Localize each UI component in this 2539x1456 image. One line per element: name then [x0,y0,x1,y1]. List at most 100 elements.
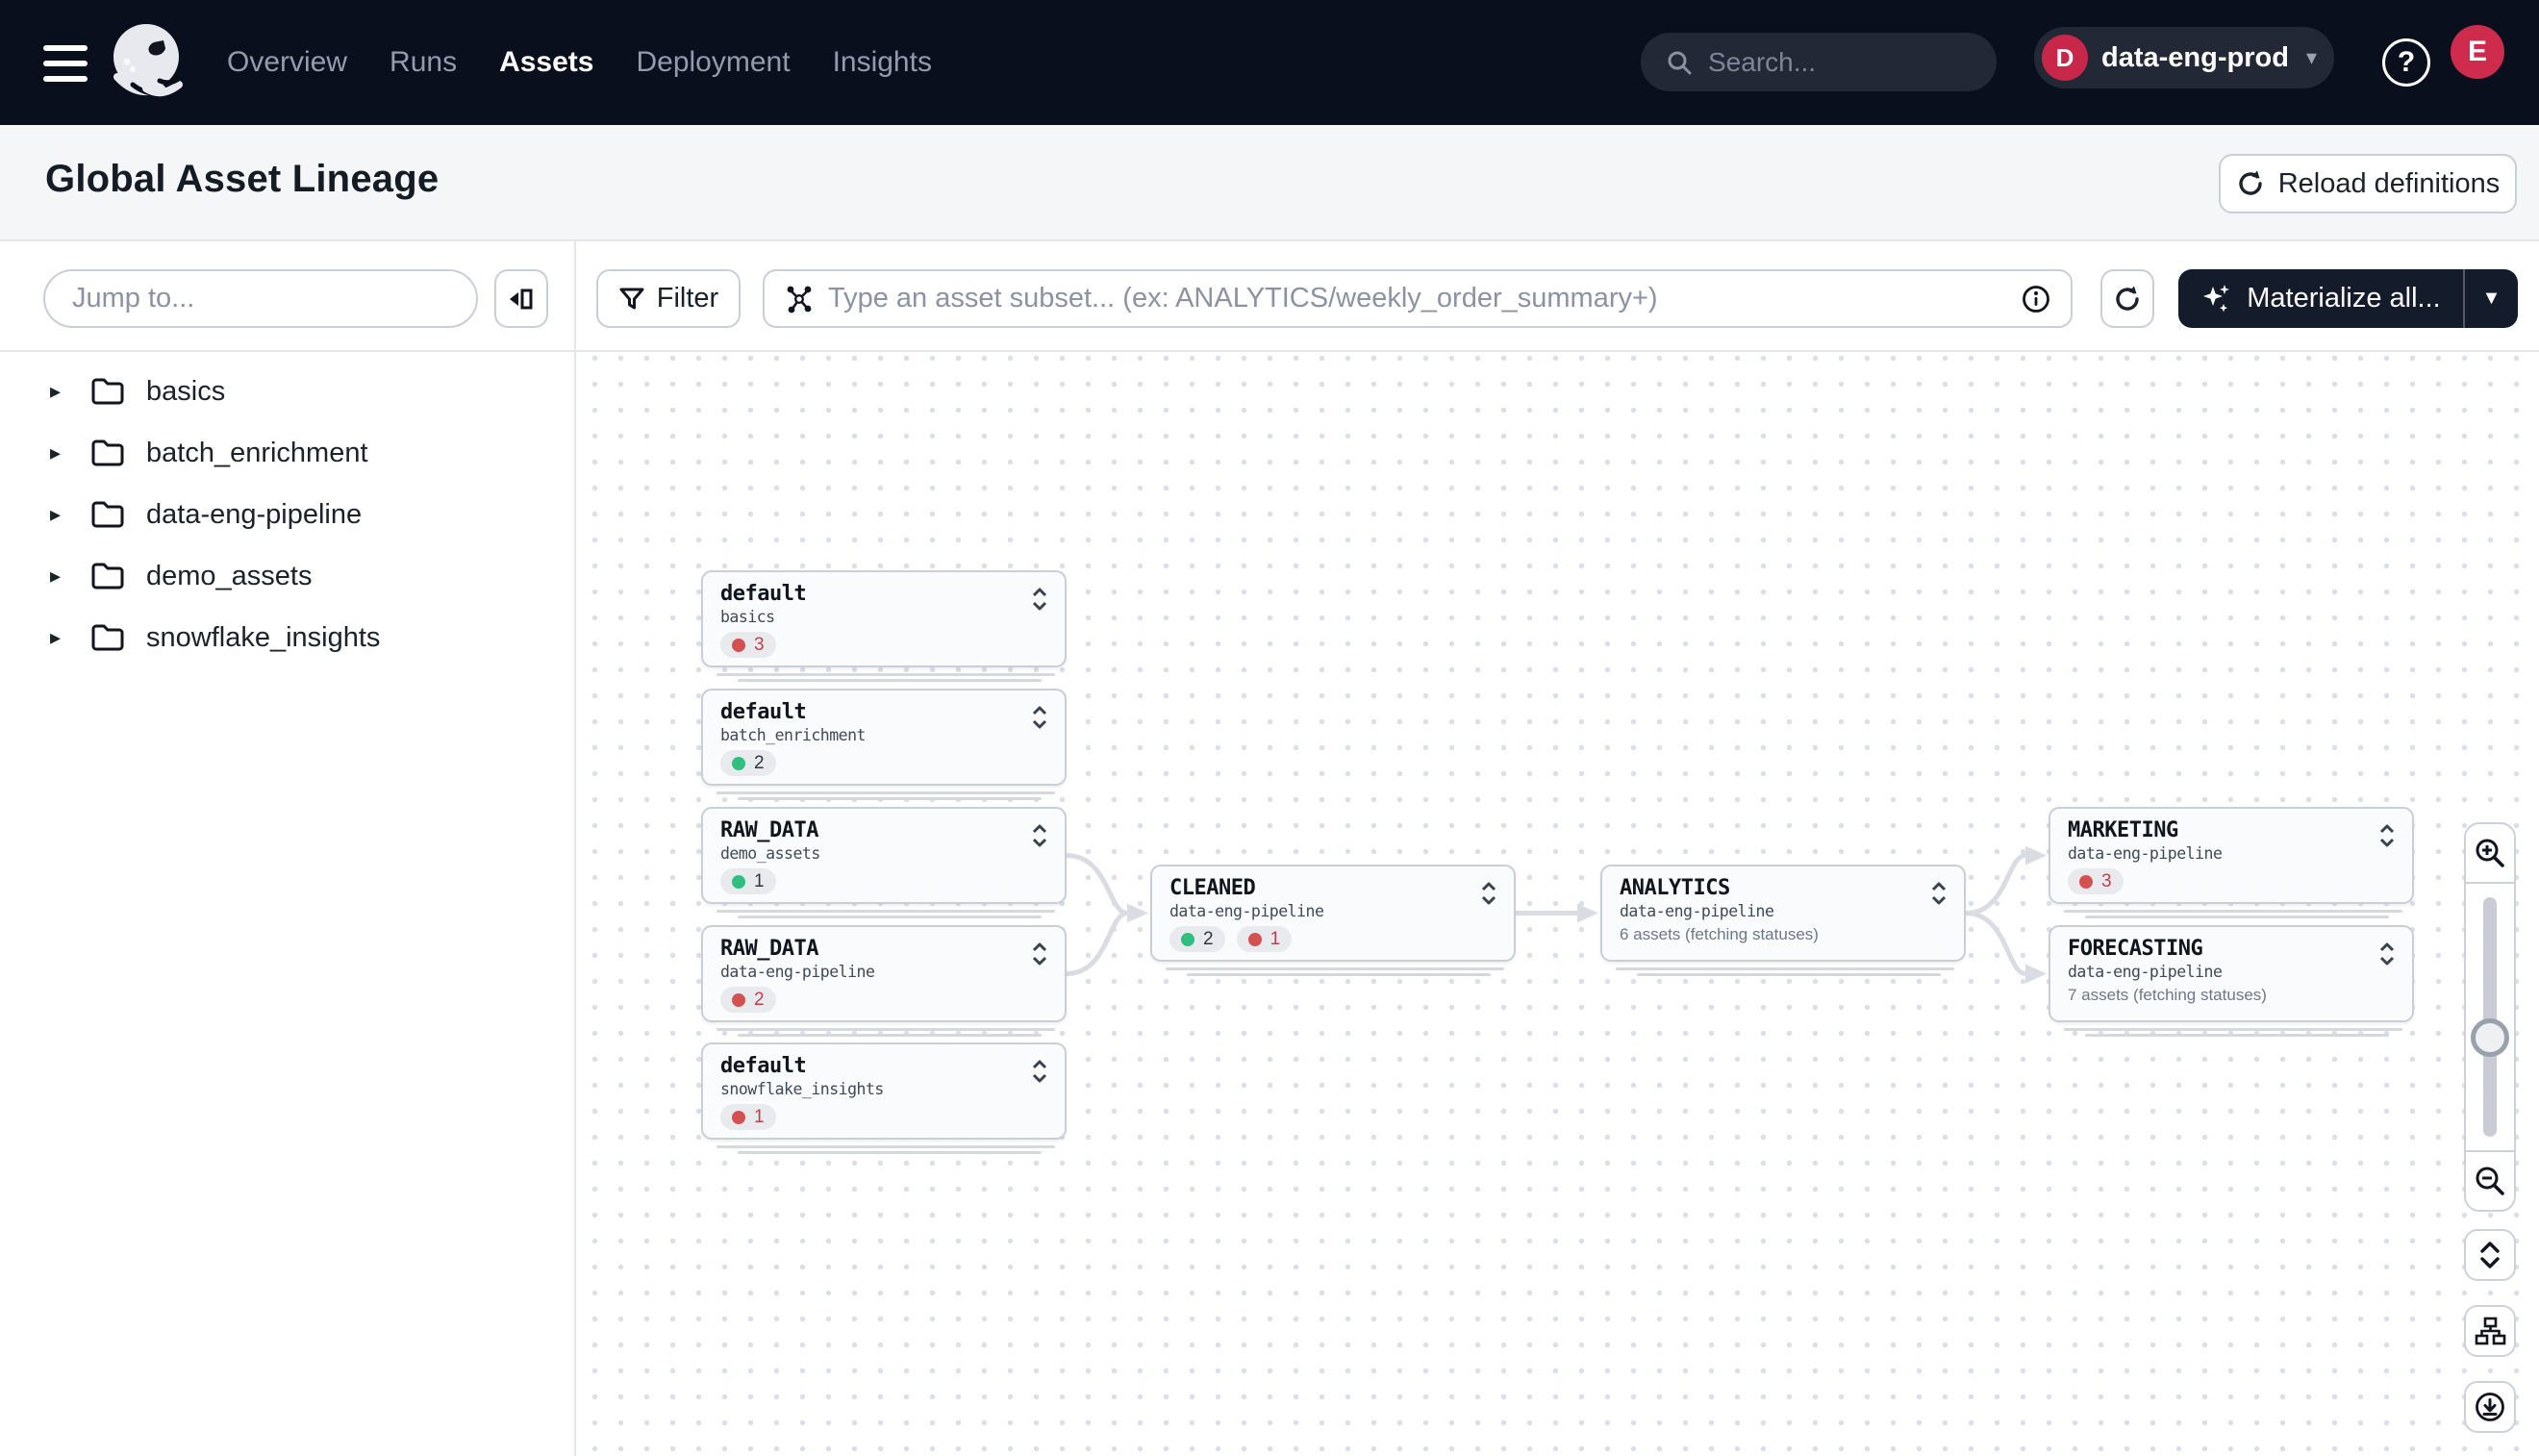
folder-icon [90,439,125,467]
expand-group-icon[interactable] [1030,704,1049,731]
status-badge-green: 2 [1169,926,1225,952]
status-badge-red: 1 [1236,926,1293,952]
group-repo: data-eng-pipeline [2068,844,2223,863]
stack-line [716,1145,1055,1148]
asset-subset-field [763,269,2073,328]
filter-button[interactable]: Filter [596,269,741,328]
expand-group-icon[interactable] [1030,1058,1049,1085]
caret-right-icon[interactable]: ▸ [50,502,62,526]
reload-definitions-label: Reload definitions [2277,167,2501,199]
status-dot-icon [732,756,745,770]
caret-right-icon[interactable]: ▸ [50,564,62,588]
expand-group-icon[interactable] [2377,941,2397,967]
zoom-in-button[interactable] [2466,824,2514,884]
expand-collapse-groups-button[interactable] [2464,1229,2516,1281]
group-repo: data-eng-pipeline [1169,902,1324,920]
sidebar-folder-data-eng-pipeline[interactable]: ▸ data-eng-pipeline [0,484,574,545]
stack-line [1166,967,1504,970]
stack-line [1616,967,1954,970]
status-badge-red: 2 [720,987,776,1013]
zoom-out-button[interactable] [2466,1150,2514,1210]
user-avatar[interactable]: E [2451,25,2504,79]
expand-group-icon[interactable] [2377,822,2397,849]
help-icon[interactable]: ? [2382,38,2430,87]
group-repo: demo_assets [720,844,820,863]
folder-label: data-eng-pipeline [146,498,363,530]
group-name: default [720,582,807,606]
relayout-graph-button[interactable] [2464,1305,2516,1357]
nav-tabs: Overview Runs Assets Deployment Insights [227,0,932,125]
group-repo: data-eng-pipeline [1620,902,1774,920]
zoom-panel [2464,822,2516,1212]
nav-tab-deployment[interactable]: Deployment [636,46,791,78]
stack-line [2064,1028,2402,1031]
stack-line [2085,916,2389,918]
stack-line [738,679,1042,682]
refresh-icon [2113,285,2142,314]
sidebar-folder-snowflake_insights[interactable]: ▸snowflake_insights [0,607,574,668]
sidebar-folder-demo_assets[interactable]: ▸demo_assets [0,545,574,607]
refresh-graph-button[interactable] [2100,269,2154,328]
nav-tab-runs[interactable]: Runs [390,46,458,78]
lineage-toolbar: Filter [0,241,2539,352]
status-badges: 3 [720,632,1047,658]
zoom-slider[interactable] [2466,884,2514,1150]
expand-group-icon[interactable] [1030,822,1049,849]
jump-to-input[interactable] [43,269,478,328]
materialize-options-button[interactable]: ▼ [2463,269,2518,328]
nav-tab-assets[interactable]: Assets [499,46,594,78]
stack-line [738,1151,1042,1154]
asset-subset-input[interactable] [828,283,2007,314]
status-dot-icon [1247,932,1262,946]
caret-right-icon[interactable]: ▸ [50,440,62,464]
info-icon[interactable] [2021,284,2051,314]
deployment-name: data-eng-prod [2101,41,2289,73]
caret-down-icon: ▼ [2481,288,2501,309]
nav-tab-insights[interactable]: Insights [832,46,932,78]
expand-group-icon[interactable] [1929,880,1948,907]
deployment-switcher[interactable]: D data-eng-prod ▾ [2034,27,2334,88]
zoom-slider-track[interactable] [2483,897,2497,1137]
expand-group-icon[interactable] [1030,586,1049,613]
search-input[interactable] [1708,46,2055,78]
group-name: default [720,1054,807,1078]
zoom-slider-thumb[interactable] [2471,1018,2509,1057]
nav-tab-overview[interactable]: Overview [227,46,348,78]
stack-line [738,797,1042,800]
status-badges: 2 [720,750,1047,776]
download-image-button[interactable] [2464,1381,2516,1433]
caret-right-icon[interactable]: ▸ [50,379,62,403]
dagster-logo-icon[interactable] [104,17,192,106]
status-badge-green: 2 [720,750,776,776]
collapse-sidebar-button[interactable] [494,269,548,328]
global-search[interactable]: / [1641,33,2078,91]
lineage-edges [1066,845,2047,984]
status-badge-green: 1 [720,868,776,894]
sidebar-folder-basics[interactable]: ▸basics [0,361,574,422]
expand-group-icon[interactable] [1479,880,1498,907]
asset-groups-sidebar: ▸basics▸batch_enrichment▸data-eng-pipeli… [0,353,574,1456]
reload-definitions-button[interactable]: Reload definitions [2219,154,2517,213]
sidebar-folder-batch_enrichment[interactable]: ▸batch_enrichment [0,422,574,484]
stack-line [716,910,1055,913]
status-dot-icon [732,638,745,652]
expand-group-icon[interactable] [1030,941,1049,967]
hamburger-menu-icon[interactable] [43,45,88,82]
stack-line [1187,973,1491,976]
caret-right-icon[interactable]: ▸ [50,625,62,649]
materialize-all-button[interactable]: Materialize all... [2178,269,2463,328]
folder-icon [90,500,125,529]
group-meta: 7 assets (fetching statuses) [2068,986,2267,1004]
status-dot-icon [2079,874,2093,889]
